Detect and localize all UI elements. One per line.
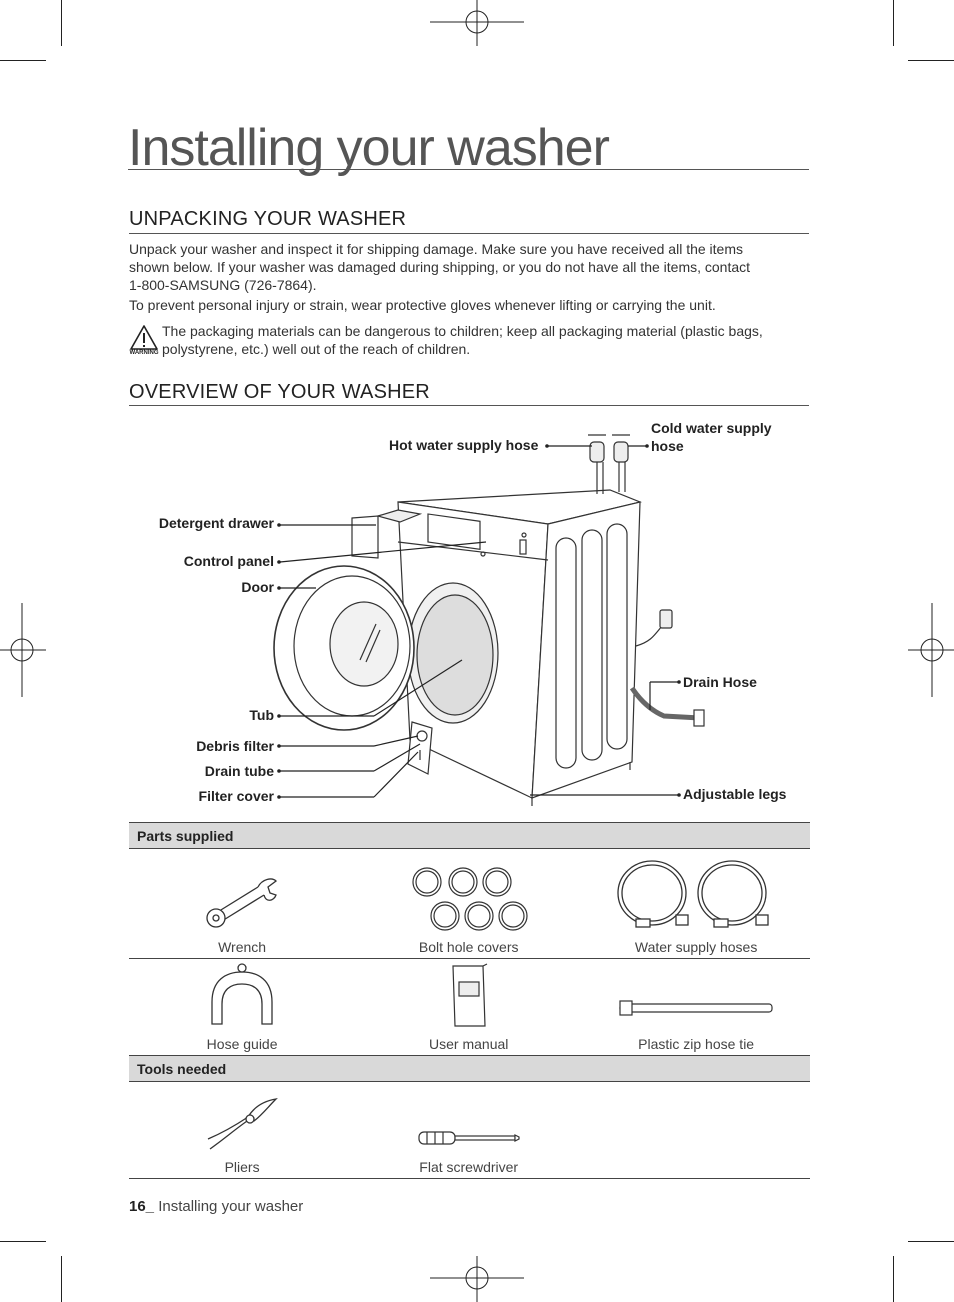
- unpacking-heading: UNPACKING YOUR WASHER: [129, 208, 407, 230]
- part-label: Hose guide: [206, 1036, 278, 1052]
- crop-mark: [908, 60, 954, 61]
- water-supply-hoses-icon: [617, 860, 769, 928]
- wrench-icon: [206, 878, 278, 928]
- crop-mark: [0, 60, 46, 61]
- part-label: Plastic zip hose tie: [638, 1036, 755, 1052]
- warning-text: The packaging materials can be dangerous…: [162, 322, 802, 358]
- registration-mark-top: [430, 0, 524, 46]
- label-filter-cover: Filter cover: [198, 788, 274, 804]
- crop-mark: [893, 1256, 894, 1302]
- registration-mark-right: [908, 603, 954, 697]
- part-label: Water supply hoses: [634, 939, 758, 955]
- table-row: Pliers Flat screwdriver: [129, 1081, 810, 1179]
- washer-diagram: [273, 434, 705, 806]
- footer-text: Installing your washer: [154, 1198, 304, 1215]
- page-number: 16_: [129, 1198, 155, 1215]
- label-debris-filter: Debris filter: [196, 738, 274, 754]
- warning-line: polystyrene, etc.) well out of the reach…: [162, 341, 471, 357]
- part-label: Wrench: [218, 939, 267, 955]
- gloves-paragraph: To prevent personal injury or strain, we…: [129, 297, 716, 313]
- crop-mark: [61, 1256, 62, 1302]
- pliers-icon: [207, 1098, 278, 1150]
- label-adjustable-legs: Adjustable legs: [683, 786, 787, 802]
- part-label: User manual: [429, 1036, 509, 1052]
- label-cold-water-hose-2: hose: [651, 438, 684, 454]
- label-hot-water-hose: Hot water supply hose: [389, 437, 539, 453]
- part-plastic-zip-hose-tie: Plastic zip hose tie: [582, 958, 810, 1056]
- user-manual-icon: [452, 963, 487, 1027]
- part-label: Bolt hole covers: [418, 939, 519, 955]
- label-detergent-drawer: Detergent drawer: [158, 515, 274, 531]
- tools-needed-header-row: Tools needed: [129, 1055, 810, 1082]
- registration-mark-bottom: [430, 1256, 524, 1302]
- part-bolt-hole-covers: Bolt hole covers: [355, 848, 583, 959]
- crop-mark: [61, 0, 62, 46]
- para-line: Unpack your washer and inspect it for sh…: [129, 241, 743, 257]
- page-footer: 16_ Installing your washer: [129, 1198, 303, 1215]
- overview-rule: [129, 405, 809, 406]
- bolt-hole-covers-icon: [412, 867, 528, 931]
- unpacking-paragraph: Unpack your washer and inspect it for sh…: [129, 240, 809, 294]
- tool-flat-screwdriver: Flat screwdriver: [355, 1081, 583, 1179]
- table-row: Hose guide User manual Plastic zip hose …: [129, 958, 810, 1056]
- parts-table: Parts supplied Wrench: [129, 822, 810, 1179]
- zip-tie-icon: [619, 1000, 773, 1016]
- label-drain-tube: Drain tube: [204, 763, 274, 779]
- part-hose-guide: Hose guide: [129, 958, 356, 1056]
- warning-label: WARNING: [129, 350, 159, 356]
- crop-mark: [908, 1241, 954, 1242]
- page-title: Installing your washer: [128, 119, 610, 177]
- warning-icon: [130, 325, 158, 350]
- parts-supplied-heading: Parts supplied: [129, 822, 810, 849]
- tools-needed-heading: Tools needed: [129, 1055, 810, 1082]
- part-wrench: Wrench: [129, 848, 356, 959]
- label-tub: Tub: [249, 707, 274, 723]
- label-control-panel: Control panel: [183, 553, 274, 569]
- parts-supplied-header-row: Parts supplied: [129, 822, 810, 849]
- para-line: 1-800-SAMSUNG (726-7864).: [129, 277, 317, 293]
- empty-cell: [582, 1081, 810, 1179]
- warning-line: The packaging materials can be dangerous…: [162, 323, 763, 339]
- title-rule: [128, 169, 809, 170]
- overview-heading: OVERVIEW OF YOUR WASHER: [129, 381, 430, 403]
- tool-label: Flat screwdriver: [419, 1159, 519, 1175]
- para-line: shown below. If your washer was damaged …: [129, 259, 751, 275]
- label-cold-water-hose-1: Cold water supply: [651, 420, 772, 436]
- unpacking-rule: [129, 233, 809, 234]
- hose-guide-icon: [211, 963, 273, 1025]
- crop-mark: [893, 0, 894, 46]
- table-row: Wrench Bolt hole covers: [129, 848, 810, 959]
- tool-label: Pliers: [224, 1159, 260, 1175]
- flat-screwdriver-icon: [418, 1131, 520, 1145]
- part-water-supply-hoses: Water supply hoses: [582, 848, 810, 959]
- label-door: Door: [241, 579, 274, 595]
- part-user-manual: User manual: [355, 958, 583, 1056]
- label-drain-hose: Drain Hose: [683, 674, 757, 690]
- tool-pliers: Pliers: [129, 1081, 356, 1179]
- registration-mark-left: [0, 603, 46, 697]
- crop-mark: [0, 1241, 46, 1242]
